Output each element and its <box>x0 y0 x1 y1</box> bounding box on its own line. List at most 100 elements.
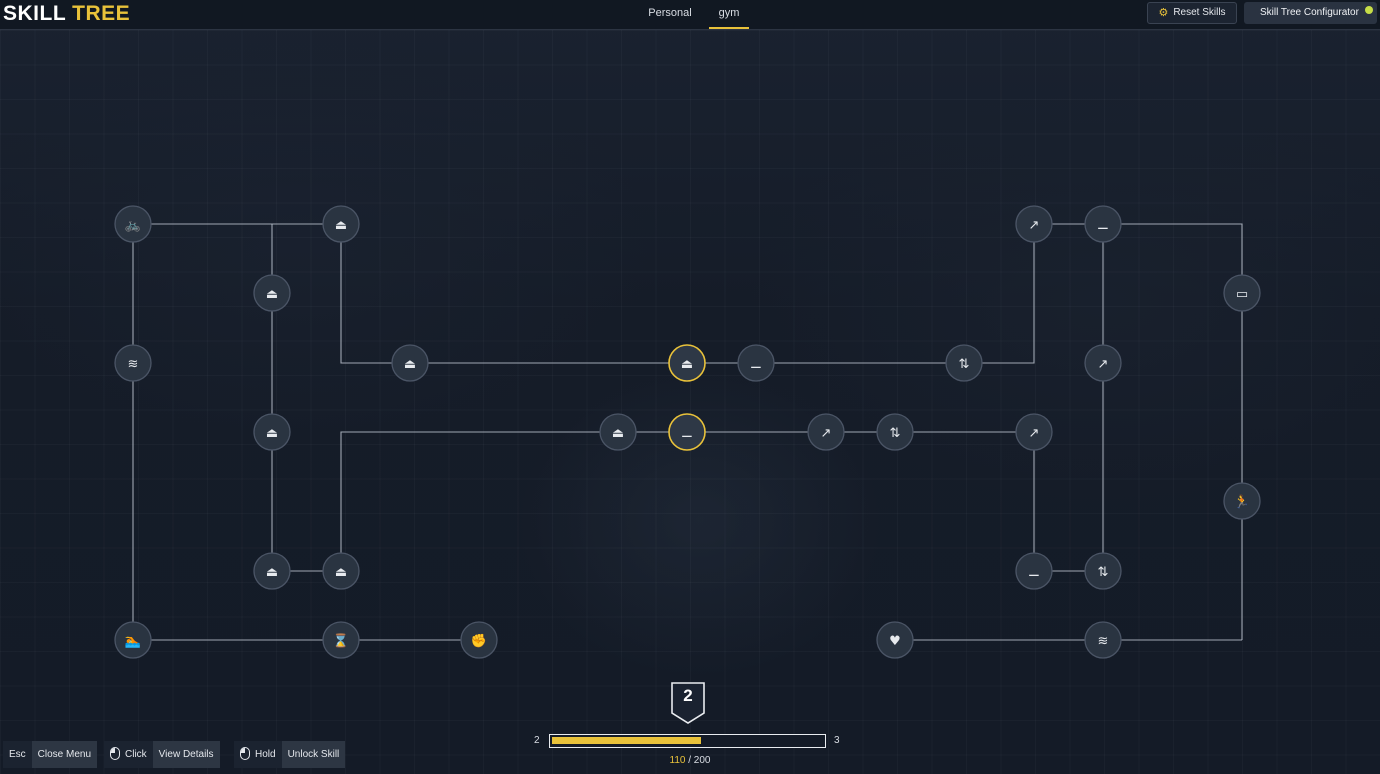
skill-node[interactable]: ⏏ <box>391 344 429 382</box>
skill-node-circle <box>1015 205 1053 243</box>
skill-node[interactable]: ↗ <box>1015 205 1053 243</box>
runner-icon: 🏃 <box>1234 494 1250 510</box>
skill-node[interactable]: ⏏ <box>253 552 291 590</box>
dumbbell-icon: ⚊ <box>750 357 762 372</box>
skill-node[interactable]: ♥ <box>876 621 914 659</box>
next-level-label: 3 <box>834 735 840 746</box>
swimmer-icon: 🏊 <box>125 634 141 649</box>
skill-tree-configurator-button[interactable]: Skill Tree Configurator <box>1244 2 1377 24</box>
kettlebell-icon: ⏏ <box>266 426 278 441</box>
skill-node-circle <box>1084 621 1122 659</box>
dumbbell-icon: ⚊ <box>681 426 693 441</box>
dumbbell-icon: ⚊ <box>1028 565 1040 580</box>
app-logo: SKILL TREE <box>3 2 130 26</box>
xp-progress-bar <box>549 734 826 748</box>
reset-skills-label: Reset Skills <box>1173 7 1226 18</box>
skill-node-circle <box>1084 344 1122 382</box>
bicycle-icon: 🚲 <box>125 218 141 233</box>
waves-icon: ≋ <box>1098 634 1109 649</box>
hint-close-menu[interactable]: Esc Close Menu <box>3 741 98 768</box>
skill-node-circle <box>253 552 291 590</box>
gear-icon: ⚙ <box>1158 7 1169 19</box>
kettlebell-icon: ⏏ <box>335 218 347 233</box>
skill-node[interactable]: ⚊ <box>737 344 775 382</box>
skill-node-circle <box>114 621 152 659</box>
skill-node-circle <box>1015 552 1053 590</box>
status-dot-icon <box>1365 6 1373 14</box>
skill-node[interactable]: ≋ <box>114 344 152 382</box>
skill-node[interactable]: ↗ <box>1015 413 1053 451</box>
skill-node-circle <box>1223 274 1261 312</box>
fist-icon: ✊ <box>471 633 487 649</box>
skill-link-line <box>1034 223 1243 640</box>
skill-node[interactable]: ↗ <box>807 413 845 451</box>
skill-nodes: 🚲 ⏏ ⏏ ≋ ⏏ ⏏ ⚊ ⇅ ↗ ⚊ ▭ ↗ ⏏ ⏏ ⚊ ↗ ⇅ ↗ 🏃 ⏏ ⏏ ⚊ ⇅ 🏊 ⌛ ✊ ♥ ≋ <box>114 205 1261 659</box>
skill-node[interactable]: ⚊ <box>668 413 706 451</box>
reset-skills-button[interactable]: ⚙ Reset Skills <box>1147 2 1237 24</box>
logo-word-skill: SKILL <box>3 2 66 25</box>
skill-node[interactable]: ⏏ <box>253 413 291 451</box>
skill-node[interactable]: ⏏ <box>668 344 706 382</box>
skill-node[interactable]: ⚊ <box>1084 205 1122 243</box>
skill-node[interactable]: ⚊ <box>1015 552 1053 590</box>
hold-key-label: Hold <box>255 749 276 760</box>
skill-node-circle <box>114 205 152 243</box>
skill-node[interactable]: ⏏ <box>322 205 360 243</box>
unlock-skill-action: Unlock Skill <box>281 741 346 768</box>
xp-counter: 110 / 200 <box>640 755 740 766</box>
hint-view-details[interactable]: Click View Details <box>104 741 220 768</box>
mouse-left-icon <box>110 747 120 760</box>
click-key-label: Click <box>125 749 147 760</box>
current-level-label: 2 <box>534 735 540 746</box>
click-key: Click <box>104 741 153 768</box>
level-shield-icon <box>671 682 705 724</box>
skill-node[interactable]: ⏏ <box>322 552 360 590</box>
skill-node-circle <box>391 344 429 382</box>
skill-node[interactable]: ⏏ <box>599 413 637 451</box>
hourglass-icon: ⌛ <box>333 633 349 649</box>
close-menu-action: Close Menu <box>31 741 98 768</box>
skill-node-circle <box>876 621 914 659</box>
battery-icon: ▭ <box>1236 287 1248 302</box>
skill-node[interactable]: ≋ <box>1084 621 1122 659</box>
skill-node-circle <box>1084 552 1122 590</box>
skill-node-circle <box>807 413 845 451</box>
mouse-left-icon <box>240 747 250 760</box>
skill-node[interactable]: ↗ <box>1084 344 1122 382</box>
skill-node[interactable]: 🏃 <box>1223 482 1261 520</box>
kettlebell-icon: ⏏ <box>404 357 416 372</box>
up-down-arrows-icon: ⇅ <box>959 357 970 372</box>
skill-node-circle <box>1223 482 1261 520</box>
skill-node[interactable]: ⌛ <box>322 621 360 659</box>
skill-node[interactable]: 🚲 <box>114 205 152 243</box>
trend-chart-icon: ↗ <box>821 426 832 441</box>
skill-link-line <box>340 224 687 364</box>
up-down-arrows-icon: ⇅ <box>890 426 901 441</box>
dumbbell-icon: ⚊ <box>1097 218 1109 233</box>
tab-personal[interactable]: Personal <box>648 7 692 19</box>
skill-node[interactable]: ✊ <box>460 621 498 659</box>
skill-node[interactable]: ⏏ <box>253 274 291 312</box>
heart-plus-icon: ♥ <box>889 634 901 649</box>
skill-node[interactable]: 🏊 <box>114 621 152 659</box>
skill-node[interactable]: ⇅ <box>945 344 983 382</box>
logo-word-tree: TREE <box>72 2 131 25</box>
hint-unlock-skill[interactable]: Hold Unlock Skill <box>234 741 346 768</box>
skill-node-circle <box>668 344 706 382</box>
kettlebell-icon: ⏏ <box>266 287 278 302</box>
skill-node-circle <box>599 413 637 451</box>
skill-node-circle <box>945 344 983 382</box>
skill-node-circle <box>737 344 775 382</box>
xp-current: 110 <box>669 755 686 766</box>
skill-node[interactable]: ▭ <box>1223 274 1261 312</box>
xp-progress-fill <box>552 737 701 744</box>
skill-node-circle <box>322 205 360 243</box>
skill-node-circle <box>322 621 360 659</box>
skill-node[interactable]: ⇅ <box>1084 552 1122 590</box>
skill-node-circle <box>114 344 152 382</box>
skill-node[interactable]: ⇅ <box>876 413 914 451</box>
tab-gym[interactable]: gym <box>709 0 749 29</box>
hold-key: Hold <box>234 741 282 768</box>
